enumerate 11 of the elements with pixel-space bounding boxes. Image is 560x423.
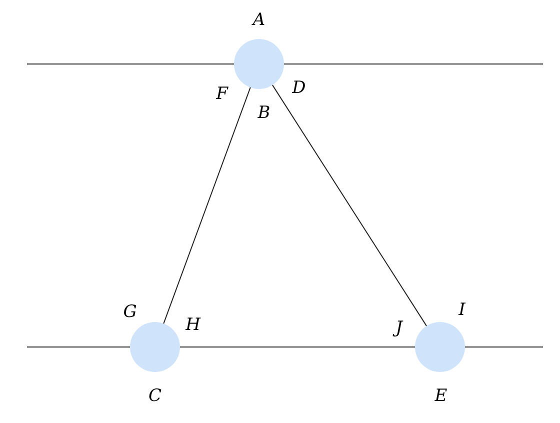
point-label: D xyxy=(292,78,306,98)
point-label: C xyxy=(148,386,162,406)
triangle-side xyxy=(272,84,428,326)
point-label: B xyxy=(258,103,270,123)
point-label: G xyxy=(123,302,137,322)
triangle-side xyxy=(163,86,251,324)
point-label: E xyxy=(434,386,448,406)
point-label: H xyxy=(186,315,200,335)
point-label: I xyxy=(458,300,466,320)
point-label: A xyxy=(252,10,266,30)
point-label: F xyxy=(216,84,228,104)
